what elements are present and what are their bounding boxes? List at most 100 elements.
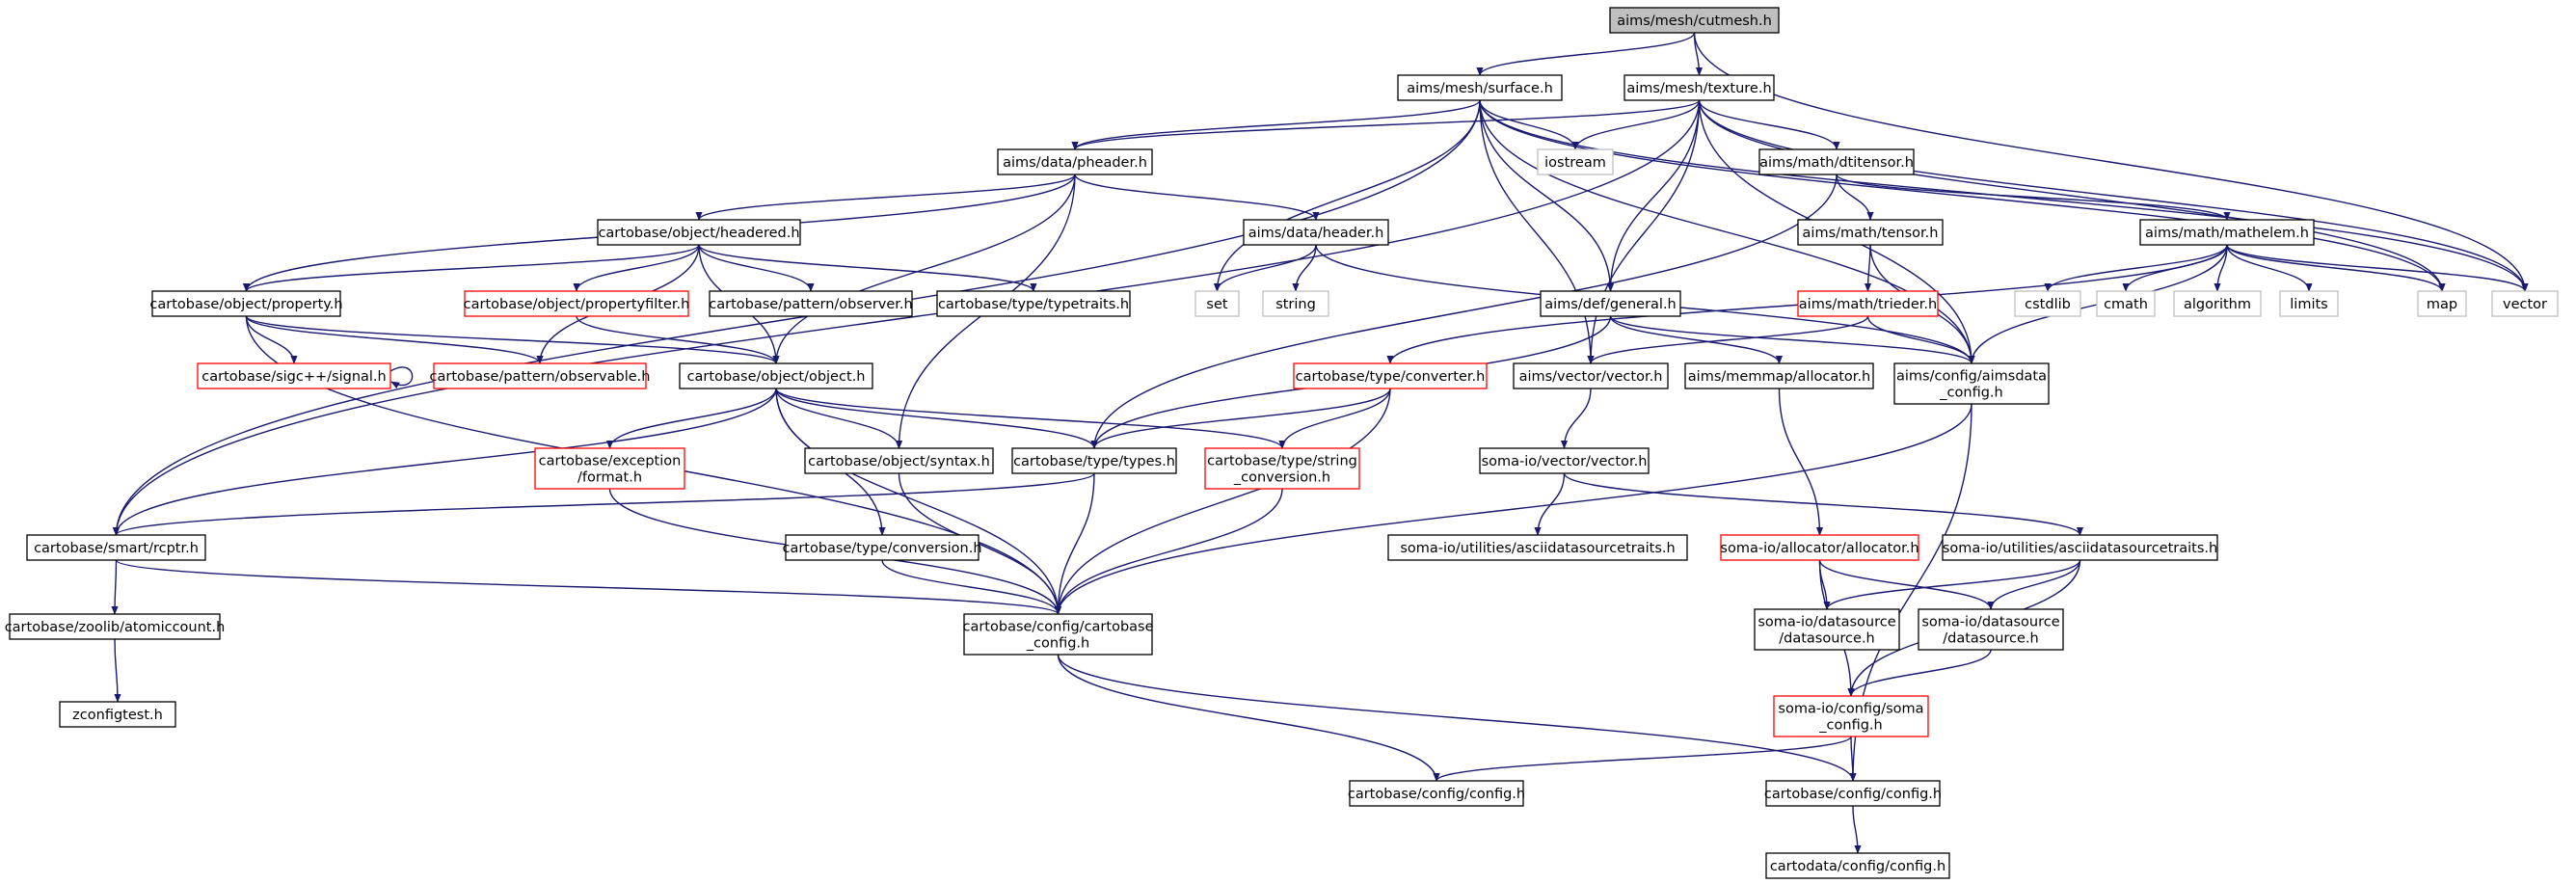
edge-rcptr-to-atomiccount xyxy=(111,559,119,615)
edge-aimsdata_config-to-cartobase_config xyxy=(1054,403,1972,615)
node-label: aims/data/pheader.h xyxy=(1003,155,1147,171)
node-conversion[interactable]: cartobase/type/conversion.h xyxy=(782,534,982,561)
node-label: soma-io/utilities/asciidatasourcetraits.… xyxy=(1943,541,2217,556)
node-label: cartobase/type/typetraits.h xyxy=(938,297,1129,312)
node-converter[interactable]: cartobase/type/converter.h xyxy=(1293,362,1488,389)
node-box xyxy=(59,701,176,728)
edge-soma_config-to-config2 xyxy=(1849,736,1857,782)
edge-texture-to-rcptr xyxy=(112,99,1701,536)
node-label: _config.h xyxy=(1026,636,1089,652)
node-box xyxy=(1540,290,1681,317)
node-zconfigtest[interactable]: zconfigtest.h xyxy=(59,701,176,728)
node-propertyfilter[interactable]: cartobase/object/propertyfilter.h xyxy=(464,290,690,317)
node-soma_vector[interactable]: soma-io/vector/vector.h xyxy=(1479,447,1650,474)
edge-pheader-to-header xyxy=(1074,174,1320,221)
node-box xyxy=(1765,852,1950,879)
node-label: cartobase/config/config.h xyxy=(1348,787,1525,802)
node-general[interactable]: aims/def/general.h xyxy=(1540,290,1681,317)
edge-property-to-signal xyxy=(245,315,298,364)
node-property[interactable]: cartobase/object/property.h xyxy=(149,290,343,317)
edge-signal-to-signal xyxy=(389,366,414,389)
node-label: cartobase/sigc++/signal.h xyxy=(201,369,386,385)
node-string_conversion[interactable]: cartobase/type/string_conversion.h xyxy=(1204,447,1360,490)
node-box xyxy=(597,219,801,246)
node-label: _conversion.h xyxy=(1233,470,1330,486)
edge-texture-to-map xyxy=(1698,99,2446,292)
node-box xyxy=(997,148,1153,175)
edge-surface-to-general xyxy=(1479,99,1615,292)
edge-texture-to-vector xyxy=(1698,99,2529,292)
node-typetraits[interactable]: cartobase/type/typetraits.h xyxy=(936,290,1131,317)
edge-texture-to-general xyxy=(1606,99,1701,292)
node-label: soma-io/vector/vector.h xyxy=(1482,454,1648,469)
node-config2[interactable]: cartobase/config/config.h xyxy=(1764,780,1942,807)
node-label: aims/config/aimsdata xyxy=(1896,369,2047,385)
node-box xyxy=(464,290,689,317)
node-texture[interactable]: aims/mesh/texture.h xyxy=(1623,74,1775,101)
node-box xyxy=(804,447,994,474)
node-dtitensor[interactable]: aims/math/dtitensor.h xyxy=(1758,148,1915,175)
node-box xyxy=(2279,290,2339,317)
node-signal[interactable]: cartobase/sigc++/signal.h xyxy=(197,362,391,389)
node-object[interactable]: cartobase/object/object.h xyxy=(679,362,873,389)
edge-headered-to-observer xyxy=(698,244,815,292)
node-rcptr[interactable]: cartobase/smart/rcptr.h xyxy=(26,534,206,561)
node-label: aims/def/general.h xyxy=(1544,297,1677,312)
node-aimsdata_config[interactable]: aims/config/aimsdata_config.h xyxy=(1893,362,2050,405)
edge-dtitensor-to-mathelem xyxy=(1836,174,2231,221)
edge-soma_allocator-to-datasource2 xyxy=(1818,559,1995,610)
edge-string_conversion-to-cartobase_config xyxy=(1054,488,1283,615)
node-syntax[interactable]: cartobase/object/syntax.h xyxy=(804,447,994,474)
node-box xyxy=(2173,290,2262,317)
node-label: soma-io/utilities/asciidatasourcetraits.… xyxy=(1400,541,1675,556)
node-soma_config[interactable]: soma-io/config/soma_config.h xyxy=(1773,695,1929,737)
node-atomiccount[interactable]: cartobase/zoolib/atomiccount.h xyxy=(5,613,226,640)
edge-aimsvector-to-soma_vector xyxy=(1560,388,1592,449)
node-soma_allocator[interactable]: soma-io/allocator/allocator.h xyxy=(1720,534,1919,561)
edge-headered-to-property xyxy=(243,244,700,292)
edge-atomiccount-to-zconfigtest xyxy=(114,638,121,703)
edge-surface-to-map xyxy=(1479,99,2446,292)
edge-pheader-to-headered xyxy=(695,174,1076,221)
node-label: limits xyxy=(2290,297,2327,312)
node-observable[interactable]: cartobase/pattern/observable.h xyxy=(430,362,651,389)
node-label: cartodata/config/config.h xyxy=(1770,859,1945,874)
edge-object-to-rcptr xyxy=(112,388,777,536)
node-label: cartobase/type/conversion.h xyxy=(782,541,981,556)
node-label: map xyxy=(2427,297,2457,312)
node-mathelem[interactable]: aims/math/mathelem.h xyxy=(2139,219,2315,246)
node-aimsvector[interactable]: aims/vector/vector.h xyxy=(1513,362,1669,389)
node-allocator[interactable]: aims/memmap/allocator.h xyxy=(1684,362,1874,389)
node-trieder[interactable]: aims/math/trieder.h xyxy=(1797,290,1939,317)
edge-surface-to-pheader xyxy=(1071,99,1481,150)
node-cartobase_config[interactable]: cartobase/config/cartobase_config.h xyxy=(962,613,1154,656)
node-ascii1[interactable]: soma-io/utilities/asciidatasourcetraits.… xyxy=(1387,534,1688,561)
node-ascii2[interactable]: soma-io/utilities/asciidatasourcetraits.… xyxy=(1942,534,2218,561)
node-label: soma-io/datasource xyxy=(1758,615,1895,630)
edge-types-to-rcptr xyxy=(113,472,1095,536)
node-tensor[interactable]: aims/math/tensor.h xyxy=(1797,219,1944,246)
node-header[interactable]: aims/data/header.h xyxy=(1243,219,1389,246)
edge-layer xyxy=(111,32,2529,854)
node-config1[interactable]: cartobase/config/config.h xyxy=(1348,780,1525,807)
node-datasource2[interactable]: soma-io/datasource/datasource.h xyxy=(1918,608,2064,651)
node-label: iostream xyxy=(1544,155,1606,171)
node-box xyxy=(1397,74,1563,101)
node-label: cartobase/zoolib/atomiccount.h xyxy=(5,620,226,635)
node-exception_format[interactable]: cartobase/exception/format.h xyxy=(534,447,685,490)
edge-surface-to-rcptr xyxy=(112,99,1481,536)
node-label: aims/math/tensor.h xyxy=(1803,226,1939,241)
node-cartodata_config[interactable]: cartodata/config/config.h xyxy=(1765,852,1950,879)
node-box xyxy=(1011,447,1177,474)
node-box xyxy=(785,534,979,561)
node-types[interactable]: cartobase/type/types.h xyxy=(1011,447,1177,474)
node-observer[interactable]: cartobase/pattern/observer.h xyxy=(709,290,913,317)
node-headered[interactable]: cartobase/object/headered.h xyxy=(597,219,801,246)
node-pheader[interactable]: aims/data/pheader.h xyxy=(997,148,1153,175)
edge-trieder-to-aimsvector xyxy=(1587,315,1869,364)
node-label: set xyxy=(1206,297,1227,312)
node-surface[interactable]: aims/mesh/surface.h xyxy=(1397,74,1563,101)
node-label: cartobase/config/cartobase xyxy=(962,620,1153,635)
node-datasource1[interactable]: soma-io/datasource/datasource.h xyxy=(1754,608,1900,651)
